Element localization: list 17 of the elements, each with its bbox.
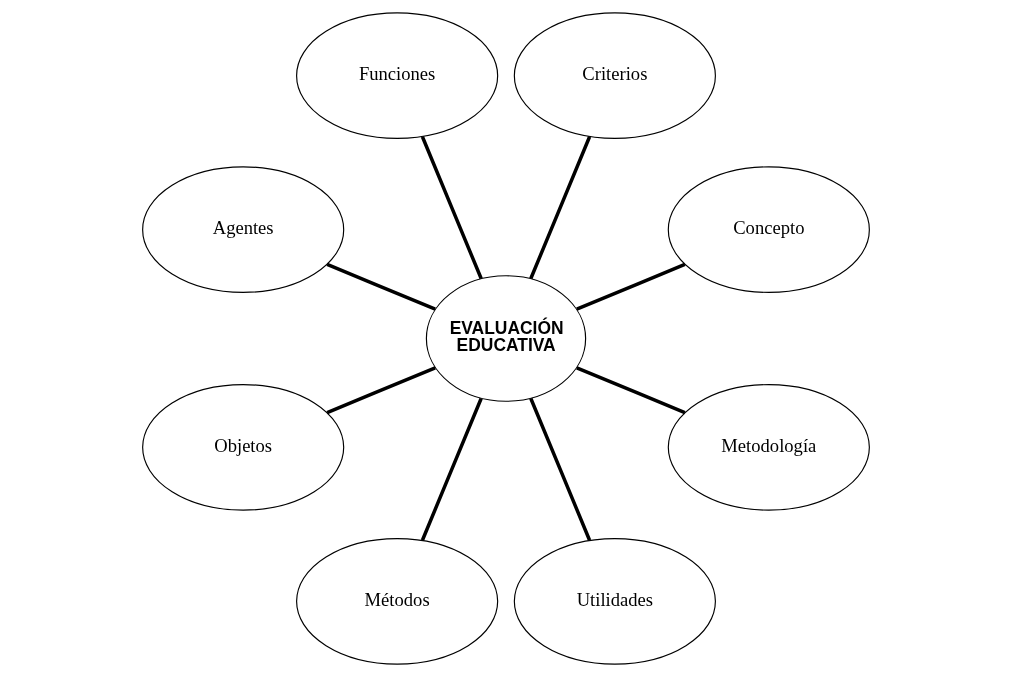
connector (420, 136, 483, 280)
node-ellipse: Utilidades (513, 538, 716, 665)
node-ellipse: Concepto (667, 166, 870, 293)
connector (528, 397, 591, 541)
connector (326, 262, 436, 311)
node-ellipse: Objetos (141, 384, 344, 511)
connector (528, 136, 591, 280)
node-ellipse: Métodos (295, 538, 498, 665)
connector (575, 262, 685, 311)
connector (420, 397, 483, 541)
connector (575, 366, 685, 415)
node-ellipse: Agentes (141, 166, 344, 293)
node-ellipse: Metodología (667, 384, 870, 511)
node-ellipse: Funciones (295, 12, 498, 139)
node-ellipse: Criterios (513, 12, 716, 139)
connector (326, 366, 436, 415)
node-ellipse: EVALUACIÓN EDUCATIVA (425, 275, 586, 402)
